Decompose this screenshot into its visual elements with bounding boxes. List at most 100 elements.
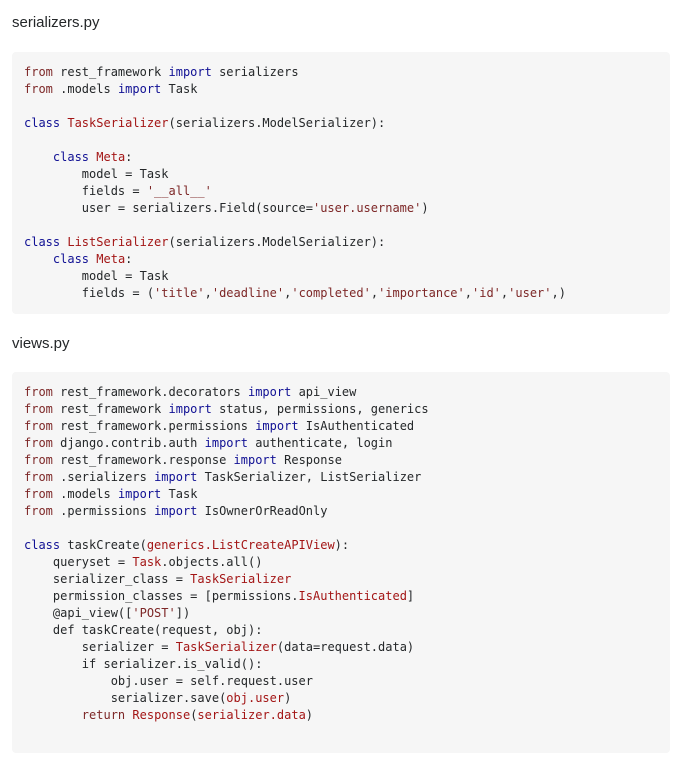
code-line: class Meta: bbox=[24, 149, 658, 166]
code-token: return bbox=[81, 708, 126, 722]
code-token: from bbox=[24, 65, 53, 79]
code-block-views: from rest_framework.decorators import ap… bbox=[12, 372, 670, 753]
code-token: ,) bbox=[551, 286, 566, 300]
code-token bbox=[24, 252, 53, 266]
code-token: '__all__' bbox=[146, 184, 212, 198]
code-token: Task bbox=[161, 82, 198, 96]
code-token: model = Task bbox=[24, 167, 169, 181]
code-token: IsAuthenticated bbox=[298, 589, 407, 603]
code-token: ListSerializer bbox=[67, 235, 169, 249]
code-line: user = serializers.Field(source='user.us… bbox=[24, 200, 658, 217]
code-token: .permissions bbox=[52, 504, 155, 518]
code-line bbox=[24, 132, 658, 149]
code-token: , bbox=[500, 286, 509, 300]
code-token: taskCreate( bbox=[60, 538, 147, 552]
code-token: ) bbox=[305, 708, 314, 722]
code-line: from rest_framework.decorators import ap… bbox=[24, 384, 658, 401]
code-line: class ListSerializer(serializers.ModelSe… bbox=[24, 234, 658, 251]
code-token: import bbox=[117, 487, 162, 501]
code-line: queryset = Task.objects.all() bbox=[24, 554, 658, 571]
code-token: Response bbox=[276, 453, 342, 467]
code-token: import bbox=[168, 402, 212, 416]
code-token: ) bbox=[284, 691, 292, 705]
code-token: (serializers.ModelSerializer): bbox=[168, 235, 386, 249]
code-line: class taskCreate(generics.ListCreateAPIV… bbox=[24, 537, 658, 554]
code-token: import bbox=[255, 419, 299, 433]
code-token: Meta bbox=[96, 252, 126, 266]
code-token: def taskCreate(request, obj): bbox=[24, 623, 263, 637]
code-token: : bbox=[125, 252, 133, 266]
code-token: IsAuthenticated bbox=[298, 419, 415, 433]
code-token: .models bbox=[52, 487, 118, 501]
code-token: class bbox=[52, 150, 90, 164]
code-token: : bbox=[125, 150, 133, 164]
code-token: ]) bbox=[175, 606, 191, 620]
code-line: permission_classes = [permissions.IsAuth… bbox=[24, 588, 658, 605]
code-line: from rest_framework.response import Resp… bbox=[24, 452, 658, 469]
code-token: Task bbox=[161, 487, 198, 501]
code-token: from bbox=[24, 419, 53, 433]
code-line: serializer.save(obj.user) bbox=[24, 690, 658, 707]
code-line: class Meta: bbox=[24, 251, 658, 268]
code-token: authenticate, login bbox=[247, 436, 393, 450]
code-token: import bbox=[154, 504, 198, 518]
code-token: obj.user bbox=[226, 691, 285, 705]
code-line: model = Task bbox=[24, 166, 658, 183]
code-token: TaskSerializer bbox=[67, 116, 169, 130]
code-line: from .models import Task bbox=[24, 81, 658, 98]
code-token: rest_framework bbox=[52, 402, 169, 416]
code-token: django.contrib.auth bbox=[52, 436, 205, 450]
code-token: class bbox=[24, 116, 61, 130]
code-line: from rest_framework import serializers bbox=[24, 64, 658, 81]
code-token: fields = ( bbox=[24, 286, 155, 300]
code-token: serializer.data bbox=[197, 708, 306, 722]
code-token: class bbox=[24, 538, 61, 552]
code-token: TaskSerializer bbox=[190, 572, 292, 586]
code-token: , bbox=[204, 286, 212, 300]
code-token: serializers bbox=[211, 65, 299, 79]
code-token: Response bbox=[132, 708, 191, 722]
code-token: 'deadline' bbox=[211, 286, 285, 300]
code-token: from bbox=[24, 470, 53, 484]
code-token: status, permissions, generics bbox=[211, 402, 429, 416]
code-token: rest_framework.permissions bbox=[52, 419, 256, 433]
code-token: .objects.all() bbox=[161, 555, 263, 569]
code-line: from rest_framework.permissions import I… bbox=[24, 418, 658, 435]
code-token: (serializers.ModelSerializer): bbox=[168, 116, 386, 130]
code-token bbox=[24, 150, 53, 164]
code-token: from bbox=[24, 436, 53, 450]
code-token: .models bbox=[52, 82, 118, 96]
code-token: rest_framework bbox=[52, 65, 169, 79]
code-token: IsOwnerOrReadOnly bbox=[197, 504, 328, 518]
code-token: ) bbox=[421, 201, 429, 215]
code-token: model = Task bbox=[24, 269, 169, 283]
code-token: 'id' bbox=[472, 286, 501, 300]
code-token: 'completed' bbox=[291, 286, 371, 300]
code-line: from .models import Task bbox=[24, 486, 658, 503]
code-token: from bbox=[24, 487, 53, 501]
code-token: obj.user = self.request.user bbox=[24, 674, 313, 688]
code-token: permission_classes = [permissions. bbox=[24, 589, 299, 603]
code-token: from bbox=[24, 82, 53, 96]
code-token: class bbox=[24, 235, 61, 249]
code-token: ] bbox=[406, 589, 415, 603]
code-line: from .permissions import IsOwnerOrReadOn… bbox=[24, 503, 658, 520]
code-line bbox=[24, 98, 658, 115]
code-token: from bbox=[24, 453, 53, 467]
code-token: class bbox=[52, 252, 90, 266]
code-token: serializer.save( bbox=[24, 691, 227, 705]
file-title-serializers: serializers.py bbox=[12, 14, 100, 31]
code-token: import bbox=[204, 436, 248, 450]
code-token: , bbox=[284, 286, 292, 300]
code-token: from bbox=[24, 402, 53, 416]
code-token: import bbox=[168, 65, 212, 79]
code-token: , bbox=[464, 286, 472, 300]
code-token: import bbox=[233, 453, 277, 467]
code-token: from bbox=[24, 385, 53, 399]
code-token bbox=[24, 708, 82, 722]
code-token: Task bbox=[132, 555, 162, 569]
code-token: ( bbox=[190, 708, 198, 722]
code-line: return Response(serializer.data) bbox=[24, 707, 658, 724]
code-token: import bbox=[117, 82, 162, 96]
